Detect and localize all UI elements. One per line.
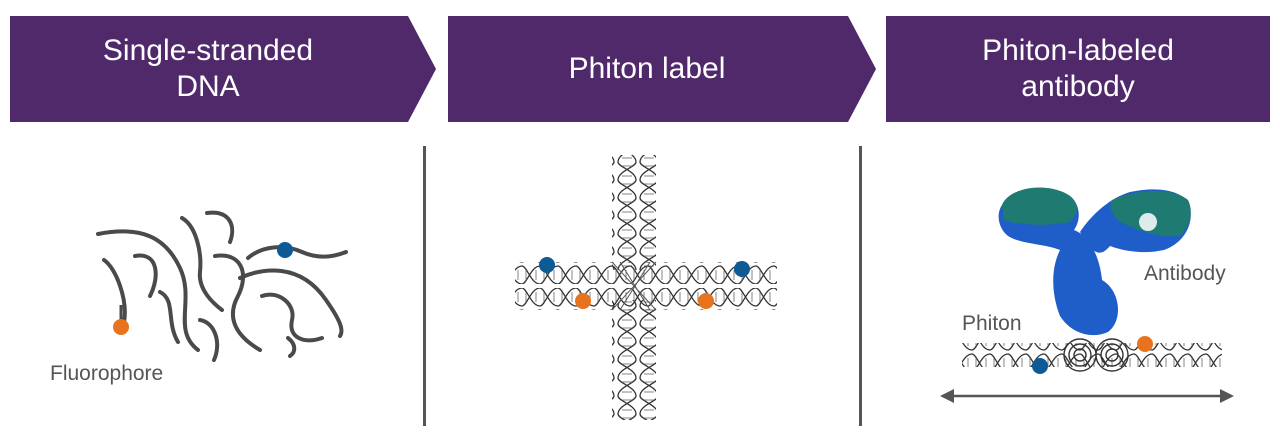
orange-fluorophore-dot [113, 319, 129, 335]
banner-title: Phiton label [568, 52, 726, 85]
blue-dot [734, 261, 750, 277]
panel-divider [423, 146, 426, 426]
banner-title: Phiton-labeled antibody [982, 34, 1174, 103]
phiton-helix [962, 343, 1222, 367]
fluorophore-label: Fluorophore [50, 362, 164, 385]
banner-single-stranded-dna: Single-stranded DNA [10, 16, 436, 122]
phiton-cross [515, 155, 777, 420]
orange-dot [698, 293, 714, 309]
antibody-label: Antibody [1144, 262, 1226, 285]
phiton-label: Phiton [962, 312, 1022, 335]
blue-dot [539, 257, 555, 273]
banner-phiton-labeled-antibody: Phiton-labeled antibody [886, 16, 1270, 122]
antibody-shape [998, 187, 1191, 336]
blue-dot [1032, 358, 1048, 374]
blue-fluorophore-dot [277, 242, 293, 258]
orange-dot [575, 293, 591, 309]
orange-dot [1137, 336, 1153, 352]
banner-title: Single-stranded DNA [102, 34, 314, 103]
panel-divider [859, 146, 862, 426]
phiton-coils [1063, 338, 1129, 372]
banner-phiton-label: Phiton label [448, 16, 876, 122]
ssdna-strands [96, 210, 348, 362]
double-arrow [940, 389, 1234, 403]
